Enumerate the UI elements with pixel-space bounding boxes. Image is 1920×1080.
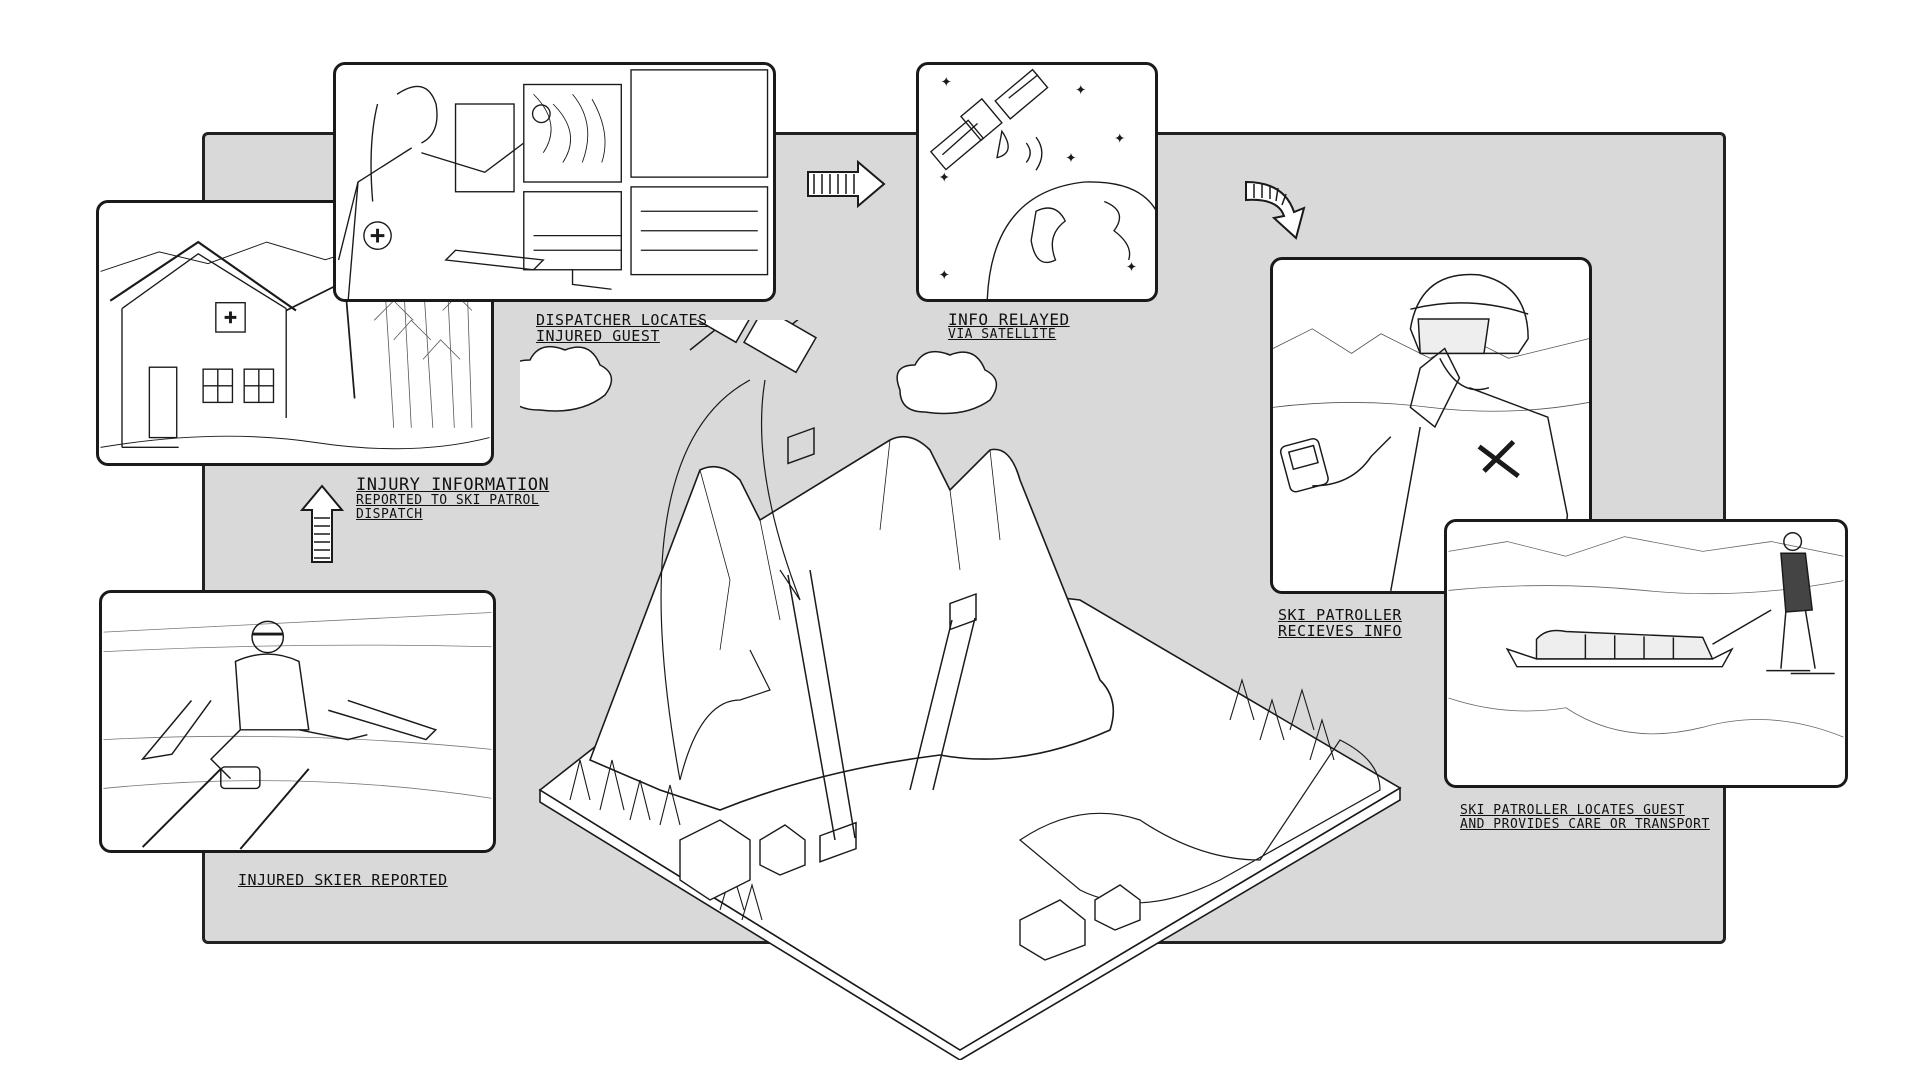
panel-patroller-transports [1444, 519, 1848, 788]
svg-text:✦: ✦ [1065, 151, 1076, 167]
svg-text:✦: ✦ [1126, 260, 1137, 276]
ski-area-map [520, 320, 1420, 1060]
svg-text:✦: ✦ [940, 74, 951, 90]
caption-satellite: INFO RELAYED VIA SATELLITE [948, 312, 1070, 342]
svg-text:✦: ✦ [1075, 82, 1086, 98]
satellite-relay-illustration: ✦ ✦ ✦ ✦ ✦ ✦ ✦ [919, 65, 1155, 299]
injured-skier-illustration [102, 593, 493, 850]
caption-injured-skier: INJURED SKIER REPORTED [238, 872, 448, 888]
panel-satellite-relay: ✦ ✦ ✦ ✦ ✦ ✦ ✦ [916, 62, 1158, 302]
svg-text:✦: ✦ [1114, 131, 1125, 147]
patroller-transports-illustration [1447, 522, 1845, 785]
caption-patroller-locates: SKI PATROLLER LOCATES GUEST AND PROVIDES… [1460, 804, 1710, 832]
svg-text:✦: ✦ [939, 268, 950, 284]
panel-injured-skier [99, 590, 496, 853]
arrow-curve-icon [1244, 172, 1314, 242]
mountain [590, 437, 1113, 810]
dispatcher-illustration [336, 65, 773, 299]
arrow-up-icon [300, 484, 344, 564]
caption-patroller-receives: SKI PATROLLER RECIEVES INFO [1278, 607, 1402, 639]
svg-text:✦: ✦ [939, 170, 950, 186]
cloud-icon-left [520, 347, 611, 411]
caption-dispatcher: DISPATCHER LOCATES INJURED GUEST [536, 312, 708, 344]
cloud-icon-right [897, 352, 996, 414]
panel-dispatcher [333, 62, 776, 302]
arrow-right-icon [806, 160, 886, 208]
caption-report: INJURY INFORMATION REPORTED TO SKI PATRO… [356, 476, 549, 522]
